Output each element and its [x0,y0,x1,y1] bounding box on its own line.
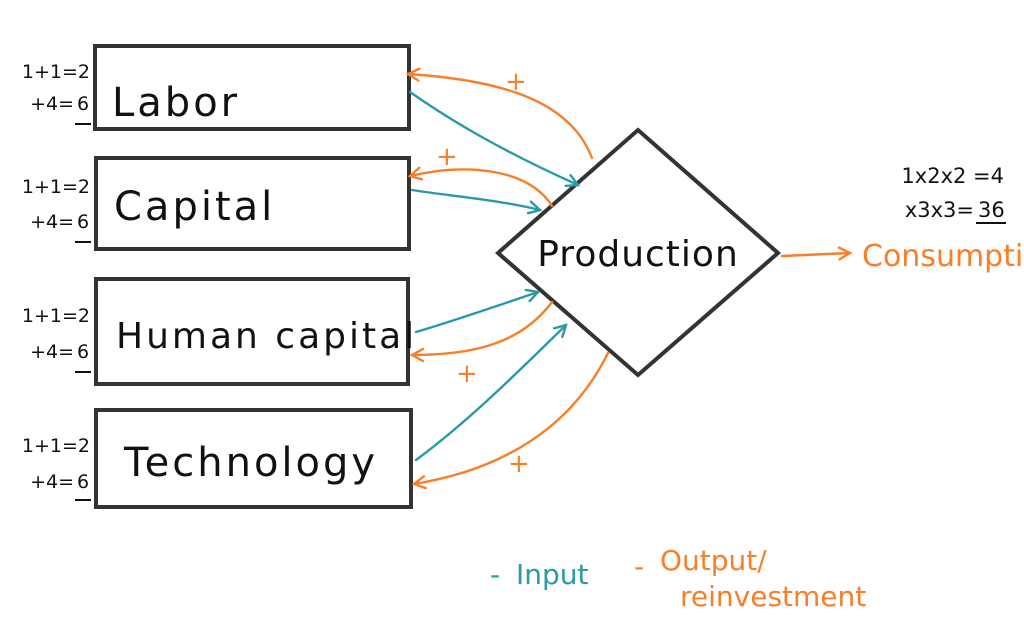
labor-input-arrow [408,90,578,185]
technology-box [94,408,413,509]
capital-label: Capital [114,184,275,230]
legend-item-output: - Output/ reinvestment [634,544,866,613]
technology-calc-line1: 1+1=2 [22,435,90,457]
consumption-calc-result: 36 [978,198,1005,222]
human-capital-reinvestment-arrow [412,300,554,355]
labor-label: Labor [112,80,240,126]
legend-input-marker: - [490,558,500,591]
capital-reinvestment-arrow [410,169,554,208]
human-capital-calc-result: 6 [77,341,89,363]
technology-reinvestment-arrow [414,351,610,484]
capital-calc-line2-prefix: +4= [30,211,74,233]
consumption-calc-line1: 1x2x2 =4 [901,164,1004,188]
consumption-calc-line2-prefix: x3x3= [905,198,974,222]
legend-output-marker: - [634,550,644,583]
human-capital-input-arrow [414,292,538,334]
human-capital-plus-sign: + [456,359,478,389]
human-capital-box [94,277,410,386]
labor-plus-sign: + [505,67,527,97]
human-capital-label: Human capital [116,316,417,357]
production-label: Production [537,234,739,275]
labor-calc-line1: 1+1=2 [22,61,90,83]
technology-calc-line2-prefix: +4= [30,471,74,493]
technology-plus-sign: + [508,449,530,479]
process-node-production: Production [494,127,782,378]
legend-output-label-line1: Output/ [660,544,767,577]
input-node-technology: 1+1=2 +4= 6 Technology [22,408,413,509]
production-diamond [494,127,782,378]
consumption-label: Consumption [862,239,1024,274]
capital-input-arrow [410,188,540,210]
capital-plus-sign: + [436,142,458,172]
labor-calc-line2-prefix: +4= [30,93,74,115]
human-capital-calc-line2-prefix: +4= [30,341,74,363]
capital-calc-result: 6 [77,211,89,233]
capital-box [94,156,411,251]
technology-calc-result: 6 [77,471,89,493]
technology-label: Technology [123,440,378,486]
input-node-labor: 1+1=2 +4= 6 Labor [22,44,411,131]
technology-input-arrow [414,325,566,462]
legend-output-label-line2: reinvestment [680,580,866,613]
labor-calc-result: 6 [77,93,89,115]
consumption-output-arrow [780,253,850,256]
input-node-human-capital: 1+1=2 +4= 6 Human capital [22,277,417,386]
human-capital-calc-line1: 1+1=2 [22,305,90,327]
labor-reinvestment-arrow [408,74,594,160]
legend: - Input - Output/ reinvestment [490,544,866,613]
input-node-capital: 1+1=2 +4= 6 Capital [22,156,411,251]
legend-input-label: Input [516,558,589,591]
labor-box [93,44,411,131]
legend-item-input: - Input [490,558,589,591]
capital-calc-line1: 1+1=2 [22,176,90,198]
output-node-consumption: Consumption 1x2x2 =4 x3x3= 36 [780,164,1024,274]
